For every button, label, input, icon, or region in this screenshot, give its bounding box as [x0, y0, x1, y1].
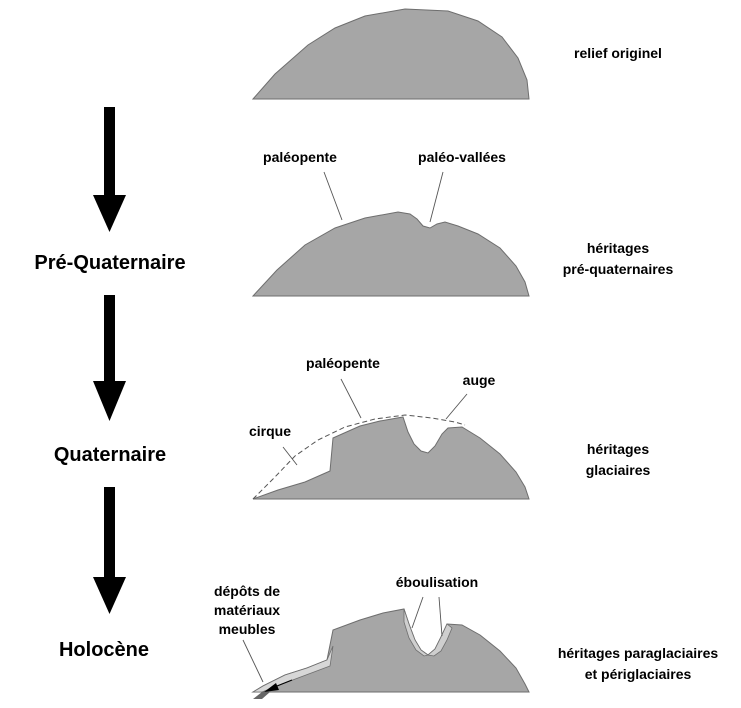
leader-cirque [282, 446, 298, 466]
label-paleopente-2: paléopente [306, 355, 380, 371]
label-depots-2: matériaux [214, 602, 280, 618]
time-arrow-3 [93, 487, 126, 614]
leader-paleopente-1 [323, 171, 343, 221]
paleo-profile-dashed [252, 414, 466, 500]
label-eboulisation: éboulisation [396, 574, 478, 590]
leader-auge [445, 393, 468, 420]
caption-heritages-paraglaciaires-2: et périglaciaires [585, 666, 692, 682]
era-label-holocene: Holocène [59, 639, 149, 661]
leader-depots [242, 639, 293, 692]
era-label-pre-quaternaire: Pré-Quaternaire [34, 252, 185, 274]
label-paleopente-1: paléopente [263, 149, 337, 165]
relief-holocene [251, 608, 530, 699]
label-depots-3: meubles [219, 621, 276, 637]
caption-heritages-glaciaires-1: héritages [587, 441, 649, 457]
scree-left [403, 608, 429, 657]
relief-original [251, 8, 530, 100]
leader-paleopente-2 [340, 378, 362, 419]
time-arrow-2 [93, 295, 126, 421]
time-arrow-1 [93, 107, 126, 232]
relief-pre-quaternary [251, 211, 530, 297]
scree-right [427, 623, 453, 657]
deposit-dark [253, 692, 270, 699]
leader-eboulisation-left [411, 596, 424, 629]
leader-eboulisation-right [438, 596, 443, 637]
caption-heritages-paraglaciaires-1: héritages paraglaciaires [558, 645, 719, 661]
caption-heritages-pre-quaternaires-2: pré-quaternaires [563, 261, 674, 277]
leader-paleo-vallees [429, 171, 444, 223]
era-label-quaternaire: Quaternaire [54, 444, 166, 466]
label-depots-1: dépôts de [214, 583, 280, 599]
caption-heritages-glaciaires-2: glaciaires [586, 462, 651, 478]
label-auge: auge [463, 372, 496, 388]
label-paleo-vallees: paléo-vallées [418, 149, 506, 165]
relief-quaternary [252, 414, 530, 500]
caption-relief-originel: relief originel [574, 45, 662, 61]
caption-heritages-pre-quaternaires-1: héritages [587, 240, 649, 256]
label-cirque: cirque [249, 423, 291, 439]
